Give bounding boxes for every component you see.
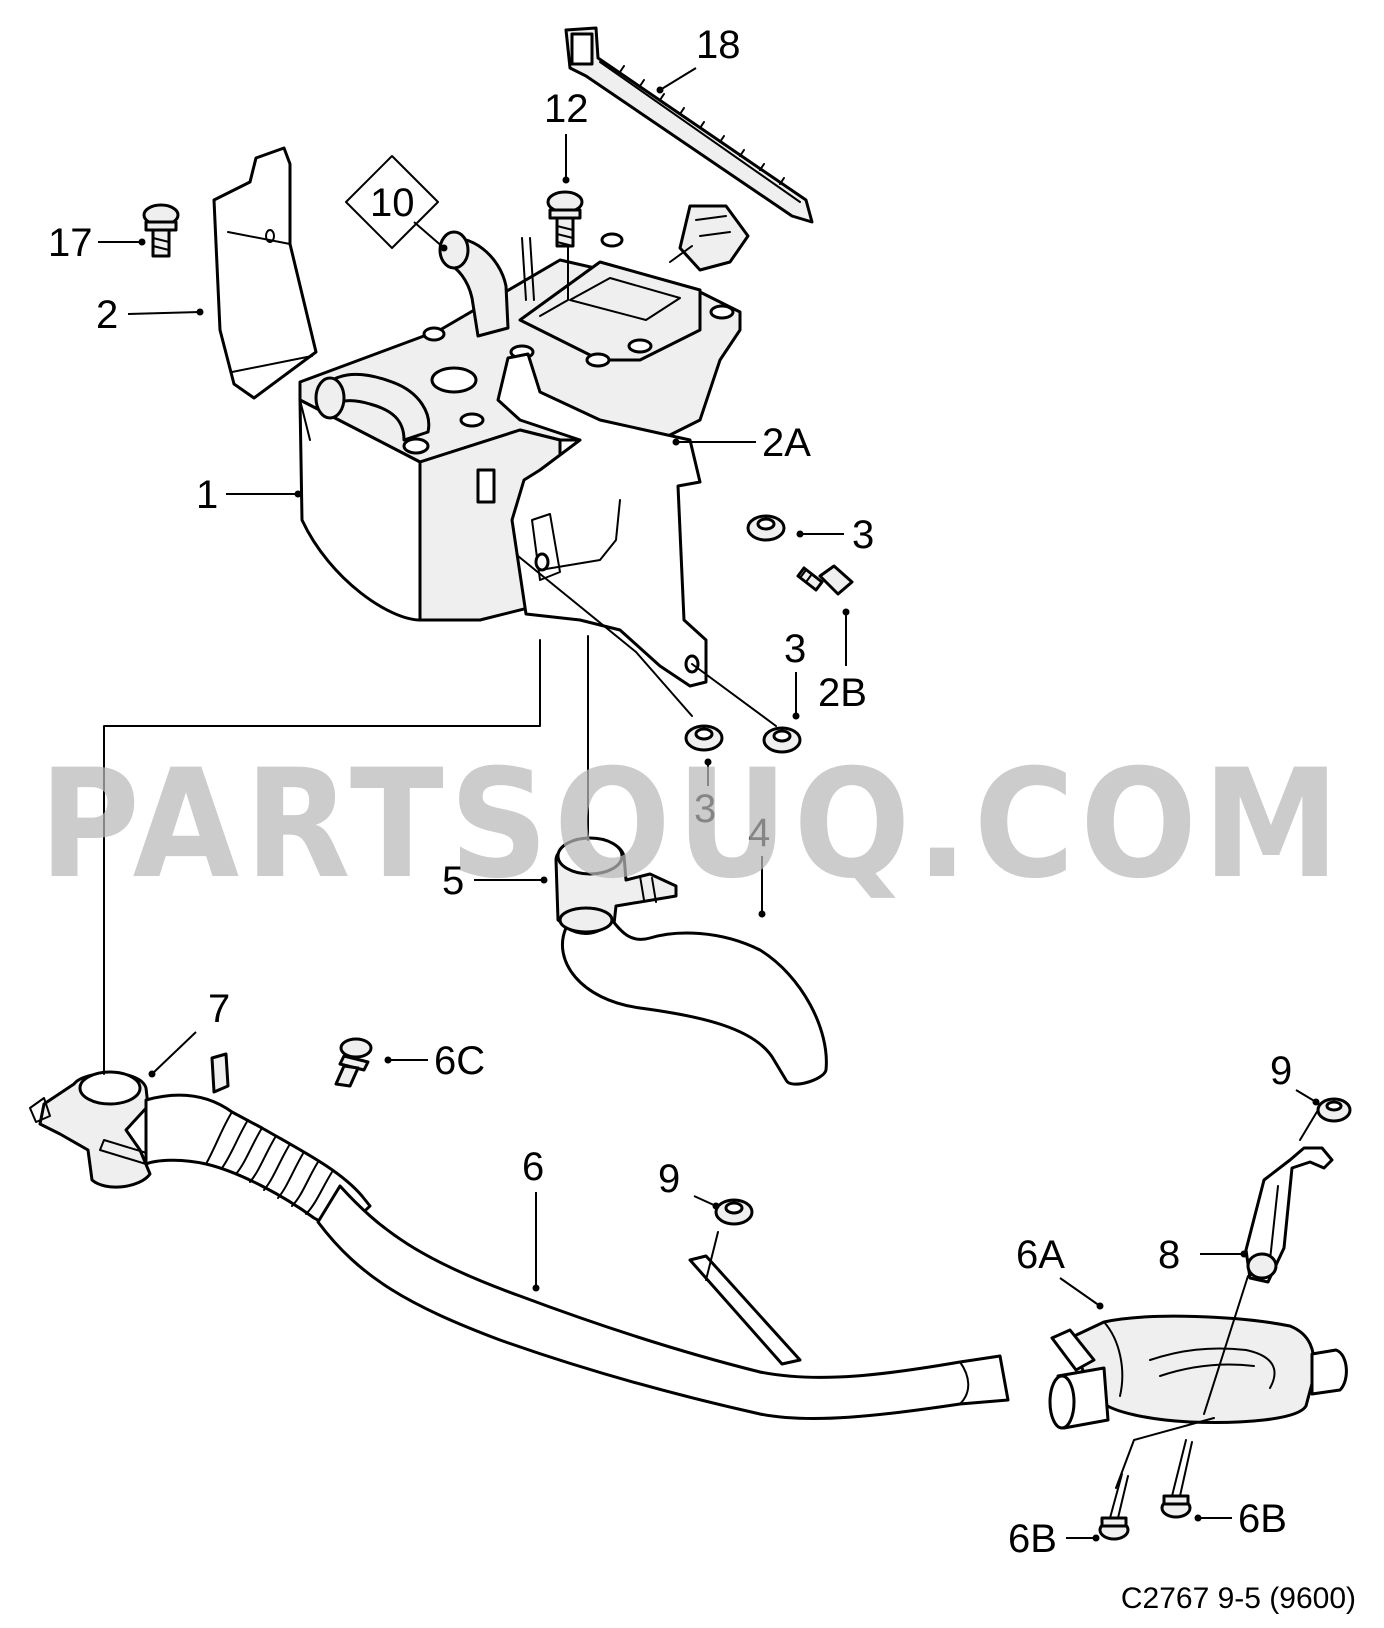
callout-17[interactable]: 17 <box>48 221 93 265</box>
nut-part-9-center[interactable] <box>714 1198 754 1226</box>
callout-18[interactable]: 18 <box>696 23 741 67</box>
callout-6b-right[interactable]: 6B <box>1238 1497 1287 1541</box>
exhaust-pipe-part-6[interactable] <box>316 1184 1010 1421</box>
bolt-part-2b[interactable] <box>796 564 854 596</box>
assembly-lines <box>103 245 1319 1489</box>
nut-part-3-right[interactable] <box>762 726 802 754</box>
callout-1[interactable]: 1 <box>196 473 218 517</box>
callout-6[interactable]: 6 <box>522 1145 544 1189</box>
callout-4[interactable]: 4 <box>748 811 770 855</box>
callout-labels: 18 12 10 17 2 2A 1 3 2B 3 3 4 5 7 6C 9 9… <box>48 23 1292 1561</box>
callout-9-right[interactable]: 9 <box>1270 1049 1292 1093</box>
callout-6c[interactable]: 6C <box>434 1039 485 1083</box>
callout-10[interactable]: 10 <box>370 181 415 225</box>
nut-part-3-left[interactable] <box>684 724 724 752</box>
diagram-reference-code: C2767 9-5 (9600) <box>1121 1582 1356 1615</box>
bolt-part-6c[interactable] <box>334 1037 373 1088</box>
muffler-part-6a[interactable] <box>1048 1314 1348 1430</box>
callout-8[interactable]: 8 <box>1158 1233 1180 1277</box>
callout-6a[interactable]: 6A <box>1016 1233 1065 1277</box>
callout-7[interactable]: 7 <box>208 987 230 1031</box>
callout-3-top[interactable]: 3 <box>852 513 874 557</box>
callout-2a[interactable]: 2A <box>762 421 811 465</box>
exhaust-clamp-part-7[interactable] <box>29 1052 230 1189</box>
mounting-strip <box>688 1254 802 1366</box>
callout-diamond-10 <box>345 155 439 249</box>
callout-6b-left[interactable]: 6B <box>1008 1517 1057 1561</box>
callout-3-right[interactable]: 3 <box>784 627 806 671</box>
hose-part-4[interactable] <box>558 906 828 1086</box>
watermark: PARTSOUQ.COM <box>39 738 1345 912</box>
bolt-part-17[interactable] <box>142 203 180 258</box>
callout-2[interactable]: 2 <box>96 293 118 337</box>
bracket-part-2a[interactable] <box>496 352 708 688</box>
cable-tie-part-18[interactable] <box>564 26 814 224</box>
callout-3-left[interactable]: 3 <box>694 787 716 831</box>
callout-2b[interactable]: 2B <box>818 671 867 715</box>
callout-5[interactable]: 5 <box>442 859 464 903</box>
hose-clamp-part-5[interactable] <box>554 836 678 930</box>
callout-12[interactable]: 12 <box>544 87 589 131</box>
leader-lines <box>98 67 1320 1542</box>
nut-part-3-top[interactable] <box>746 514 786 542</box>
nut-part-9-right[interactable] <box>1316 1097 1352 1123</box>
callout-9-center[interactable]: 9 <box>658 1157 680 1201</box>
bracket-part-8[interactable] <box>1244 1146 1334 1284</box>
bolt-part-12[interactable] <box>546 190 584 248</box>
bolt-part-6b-right[interactable] <box>1160 1439 1193 1519</box>
bolt-part-6b-left[interactable] <box>1098 1473 1130 1541</box>
bracket-part-2[interactable] <box>212 146 318 400</box>
flex-pipe-section <box>144 1093 372 1226</box>
